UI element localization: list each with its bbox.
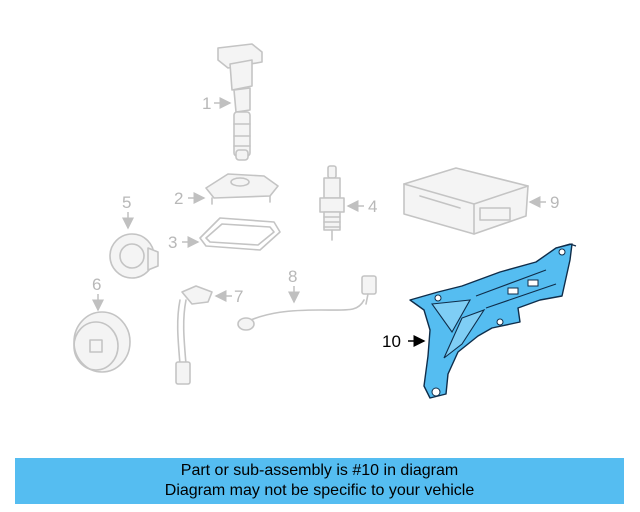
reluctor-part [73, 311, 131, 373]
callout-2: 2 [174, 189, 183, 208]
banner-line-part: Part or sub-assembly is #10 in diagram [180, 462, 459, 479]
callout-6: 6 [92, 275, 101, 294]
sensor-part [109, 233, 159, 279]
banner-line-disclaimer: Diagram may not be specific to your vehi… [164, 482, 475, 499]
callout-3: 3 [168, 233, 177, 252]
oxygen-sensor-part [237, 275, 377, 331]
callout-8: 8 [288, 267, 297, 286]
mounting-bracket-part [409, 243, 577, 399]
control-module-part [403, 167, 529, 235]
callout-7: 7 [234, 287, 243, 306]
crank-sensor-part [175, 285, 213, 385]
callout-1: 1 [202, 94, 211, 113]
callout-10: 10 [382, 332, 401, 351]
callout-9: 9 [550, 193, 559, 212]
callout-5: 5 [122, 193, 131, 212]
spark-plug-part [319, 165, 345, 241]
parts-diagram: 1 2 3 4 5 6 [73, 43, 577, 399]
seal-part [199, 217, 281, 251]
part-info-banner: Part or sub-assembly is #10 in diagram D… [15, 458, 624, 504]
coil-gasket-part [205, 173, 279, 205]
callout-4: 4 [368, 197, 377, 216]
ignition-coil-part [217, 43, 263, 161]
